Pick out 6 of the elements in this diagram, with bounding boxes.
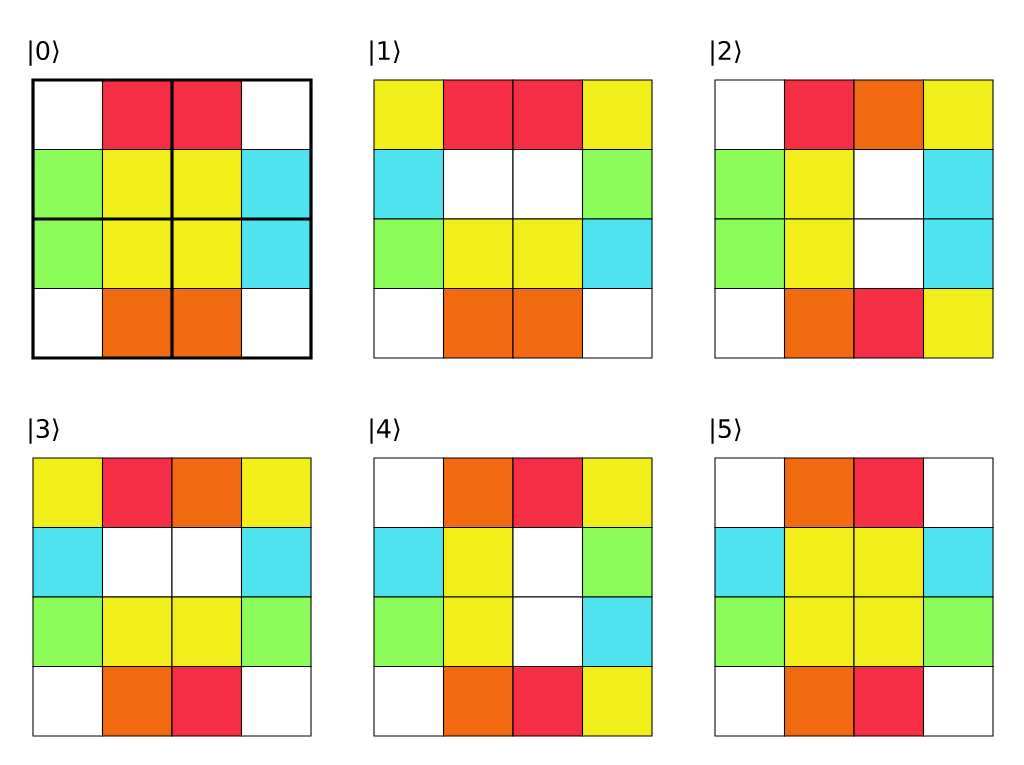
state-label: |3⟩	[29, 418, 59, 444]
state-label: |5⟩	[711, 418, 741, 444]
state-label: |1⟩	[370, 40, 400, 66]
state-label: |0⟩	[29, 40, 59, 66]
state-label: |2⟩	[711, 40, 741, 66]
state-label: |4⟩	[370, 418, 400, 444]
